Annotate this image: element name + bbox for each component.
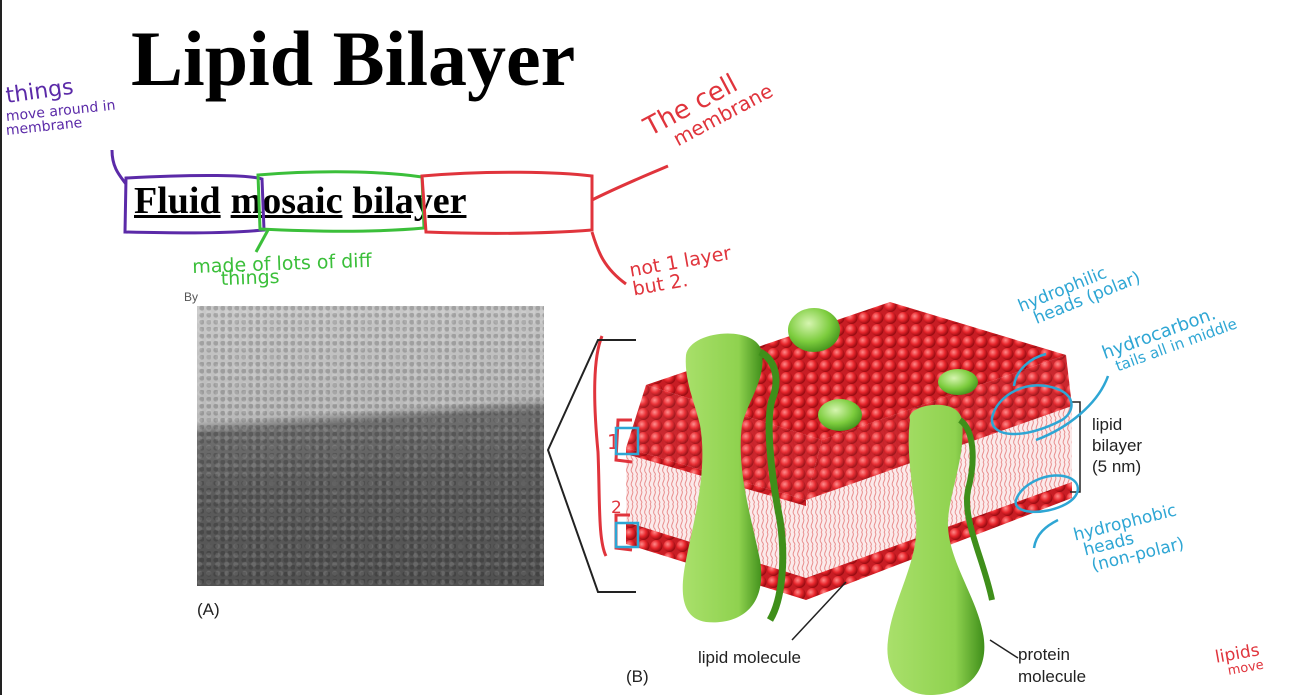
lipid-molecule-label: lipid molecule	[698, 648, 801, 667]
slide-title: Lipid Bilayer	[131, 15, 576, 102]
panel-a-label: (A)	[197, 600, 220, 619]
lipid-bilayer-label: lipid bilayer (5 nm)	[1092, 415, 1143, 476]
slide-left-border	[0, 0, 2, 695]
electron-micrograph-image	[197, 306, 544, 586]
subtitle-word-bilayer: bilayer	[352, 180, 467, 222]
lipid-molecule-leader	[791, 581, 847, 641]
figure-bracket	[546, 339, 636, 593]
purple-fluid-box	[110, 149, 266, 235]
protein-molecule-label: protein molecule	[1018, 645, 1087, 686]
lipid-bilayer-bracket	[1070, 401, 1081, 493]
subtitle-word-fluid: Fluid	[134, 180, 221, 222]
green-mosaic-box	[254, 170, 426, 253]
figure-credit: By	[184, 290, 199, 304]
protein-molecule-leader	[989, 639, 1019, 659]
panel-b-label: (B)	[626, 667, 649, 686]
cyan-region-marks	[990, 352, 1110, 549]
layer-mark-2: 2	[611, 498, 622, 518]
subtitle-word-mosaic: mosaic	[230, 180, 343, 222]
layer-brackets	[614, 418, 640, 552]
protein-molecules	[682, 308, 995, 695]
red-bilayer-box	[420, 164, 669, 557]
